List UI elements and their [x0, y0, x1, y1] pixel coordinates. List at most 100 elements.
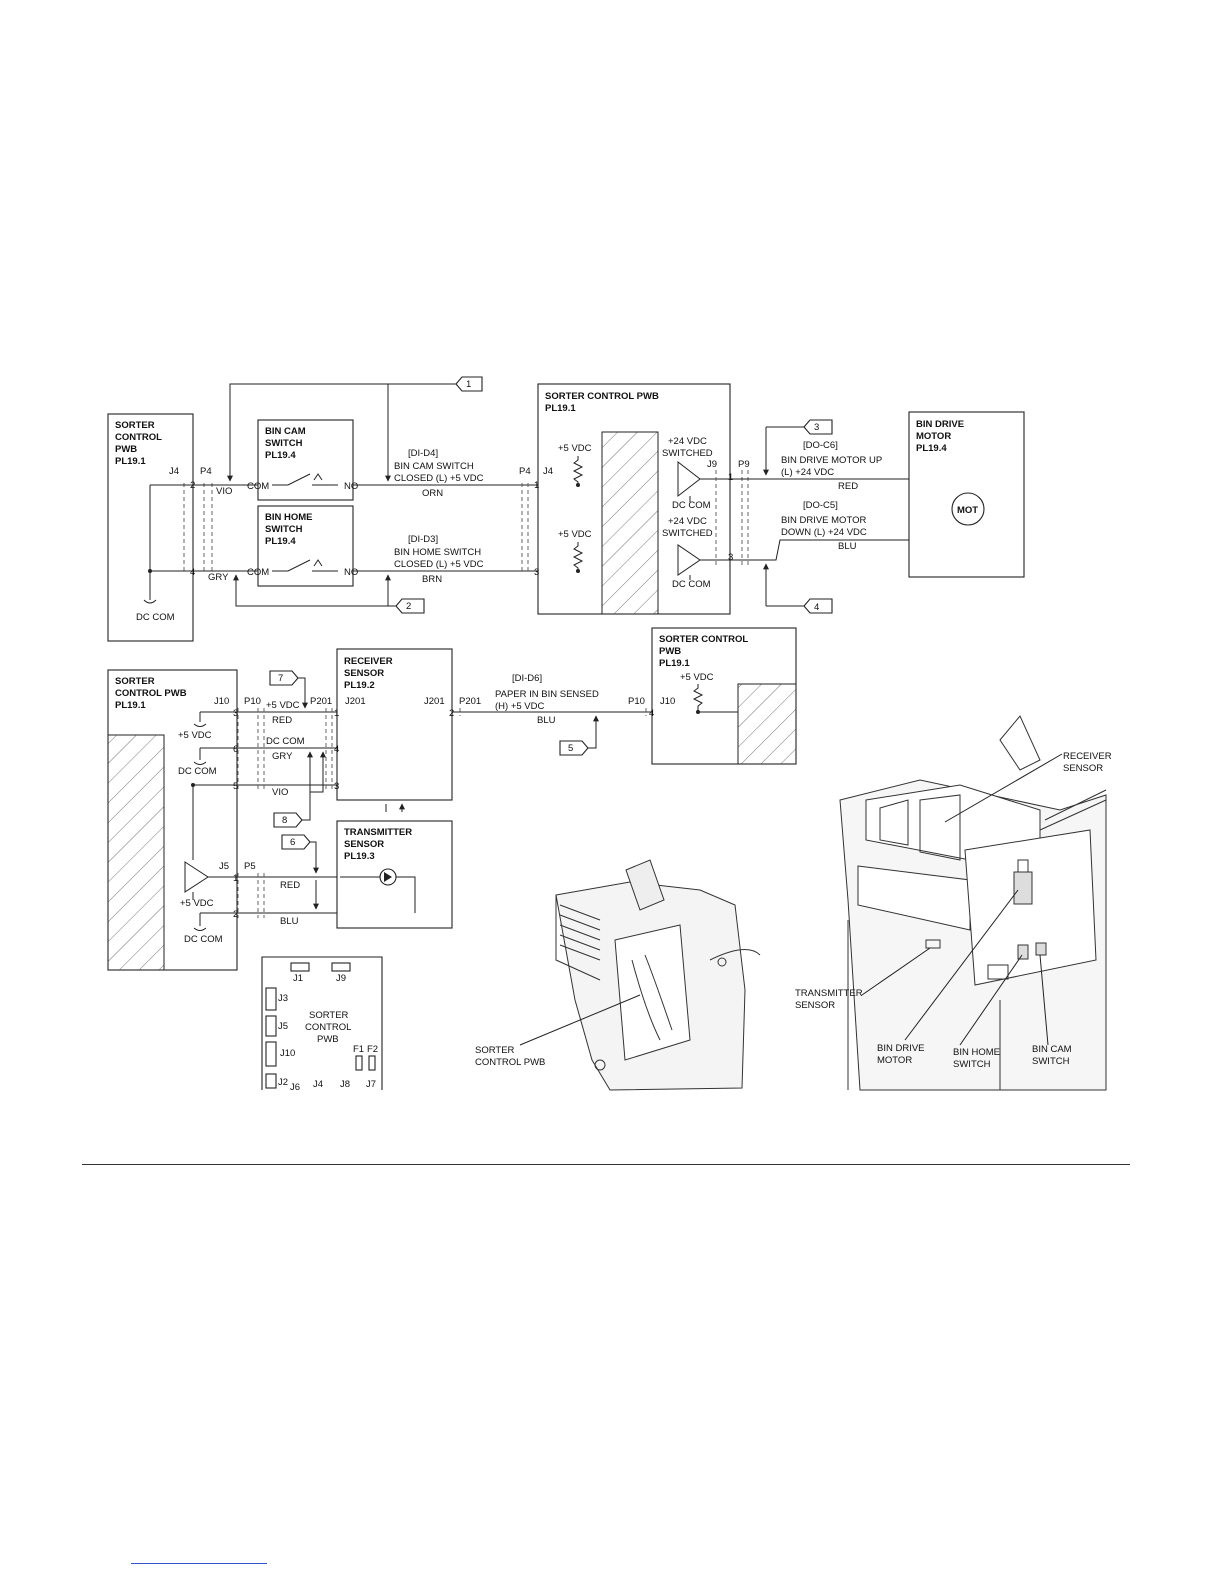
- svg-text:1: 1: [466, 379, 471, 390]
- terminal-label: COM: [247, 567, 269, 578]
- svg-text:2: 2: [406, 601, 411, 612]
- top-left-pwb: SORTER CONTROL PWB PL19.1 J4 P4 2 4 VIO …: [107, 413, 232, 642]
- svg-text:MOT: MOT: [957, 505, 978, 516]
- svg-text:J4: J4: [313, 1079, 323, 1090]
- receiver-sensor: RECEIVER SENSOR PL19.2 J201 J201 1 4 3 2…: [334, 648, 481, 801]
- callout-2: 2: [395, 598, 425, 614]
- svg-text:5: 5: [233, 781, 238, 792]
- svg-text:[DI-D4]: [DI-D4]: [408, 448, 438, 459]
- svg-text:J10: J10: [214, 696, 229, 707]
- svg-text:+24 VDC: +24 VDC: [668, 516, 707, 527]
- svg-text:J10: J10: [660, 696, 675, 707]
- svg-text:DC COM: DC COM: [672, 579, 711, 590]
- svg-text:7: 7: [278, 673, 283, 684]
- board-layout: J1 J9 J3 J5 J10 SORTER CONTROL PWB F1 F2…: [261, 956, 383, 1093]
- svg-text:1: 1: [233, 873, 238, 884]
- svg-text:BLU: BLU: [838, 541, 857, 552]
- svg-text:BIN HOME SWITCH: BIN HOME SWITCH: [394, 547, 481, 558]
- pin-label: 4: [190, 567, 195, 578]
- svg-text:BLU: BLU: [280, 916, 299, 927]
- svg-text:SWITCH: SWITCH: [1032, 1056, 1070, 1067]
- svg-text:J3: J3: [278, 993, 288, 1004]
- svg-text:J10: J10: [280, 1048, 295, 1059]
- transmitter-sensor: TRANSMITTER SENSOR PL19.3: [336, 820, 453, 929]
- terminal-label: NO: [344, 481, 358, 492]
- center-pwb: SORTER CONTROL PWB PL19.1 P4 J4 1 3 +5 V…: [519, 383, 750, 615]
- svg-text:1: 1: [334, 708, 339, 719]
- svg-text:4: 4: [334, 744, 339, 755]
- svg-text:GRY: GRY: [272, 751, 293, 762]
- svg-text:RED: RED: [838, 481, 858, 492]
- bin-drive-motor: BIN DRIVE MOTOR PL19.4 MOT: [908, 411, 1025, 578]
- svg-text:1: 1: [534, 480, 539, 491]
- svg-text:+5 VDC: +5 VDC: [558, 529, 592, 540]
- svg-text:J201: J201: [345, 696, 366, 707]
- switch-icon: [272, 473, 338, 486]
- svg-text:J1: J1: [293, 973, 303, 984]
- switch-title: SWITCH: [265, 438, 303, 449]
- ground-label: DC COM: [136, 612, 175, 623]
- svg-text:PL19.1: PL19.1: [659, 658, 690, 669]
- switch-title: PL19.4: [265, 450, 296, 461]
- svg-text:P9: P9: [738, 459, 750, 470]
- svg-text:3: 3: [814, 422, 819, 433]
- svg-text:J8: J8: [340, 1079, 350, 1090]
- svg-text:4: 4: [814, 602, 819, 613]
- wire-color: GRY: [208, 572, 229, 583]
- svg-text:PL19.1: PL19.1: [115, 700, 146, 711]
- sorter-detail-illustration: [839, 715, 1107, 1091]
- callout-6: 6: [281, 834, 311, 850]
- sorter-pwb-illustration: [555, 859, 761, 1091]
- svg-text:[DI-D6]: [DI-D6]: [512, 673, 542, 684]
- svg-text:[DO-C5]: [DO-C5]: [803, 500, 838, 511]
- svg-text:SENSOR: SENSOR: [344, 839, 384, 850]
- svg-text:CONTROL PWB: CONTROL PWB: [115, 688, 187, 699]
- svg-text:SENSOR: SENSOR: [1063, 763, 1103, 774]
- svg-text:SORTER: SORTER: [309, 1010, 349, 1021]
- page-divider: [82, 1164, 1130, 1165]
- svg-text:PL19.1: PL19.1: [545, 403, 576, 414]
- svg-text:J9: J9: [336, 973, 346, 984]
- svg-text:PWB: PWB: [317, 1034, 339, 1045]
- svg-text:RED: RED: [272, 715, 292, 726]
- svg-text:J9: J9: [707, 459, 717, 470]
- svg-text:CLOSED (L) +5 VDC: CLOSED (L) +5 VDC: [394, 559, 484, 570]
- svg-text:PWB: PWB: [659, 646, 681, 657]
- illustration-callouts: RECEIVER SENSOR TRANSMITTER SENSOR BIN D…: [795, 751, 1112, 1070]
- pwb-title-2: CONTROL: [115, 432, 162, 443]
- svg-text:PL19.4: PL19.4: [916, 443, 947, 454]
- svg-text:1: 1: [728, 472, 733, 483]
- svg-text:6: 6: [290, 837, 295, 848]
- svg-text:+5 VDC: +5 VDC: [680, 672, 714, 683]
- svg-text:J5: J5: [219, 861, 229, 872]
- svg-text:SENSOR: SENSOR: [795, 1000, 835, 1011]
- resistor-icon: [572, 456, 584, 485]
- svg-text:J5: J5: [278, 1021, 288, 1032]
- svg-text:TRANSMITTER: TRANSMITTER: [344, 827, 412, 838]
- svg-text:BIN DRIVE: BIN DRIVE: [916, 419, 964, 430]
- svg-text:3: 3: [233, 708, 238, 719]
- svg-text:BIN DRIVE: BIN DRIVE: [877, 1043, 925, 1054]
- right-pwb: SORTER CONTROL PWB PL19.1 +5 VDC P10 J10…: [628, 627, 797, 765]
- svg-text:SORTER CONTROL PWB: SORTER CONTROL PWB: [545, 391, 659, 402]
- svg-text:BIN DRIVE MOTOR UP: BIN DRIVE MOTOR UP: [781, 455, 882, 466]
- svg-text:SORTER: SORTER: [115, 676, 155, 687]
- svg-text:DC COM: DC COM: [178, 766, 217, 777]
- signal-di-d3: [DI-D3] BIN HOME SWITCH CLOSED (L) +5 VD…: [394, 534, 484, 585]
- svg-text:DC COM: DC COM: [672, 500, 711, 511]
- svg-text:P201: P201: [459, 696, 481, 707]
- svg-text:BIN DRIVE MOTOR: BIN DRIVE MOTOR: [781, 515, 866, 526]
- svg-text:4: 4: [649, 708, 654, 719]
- svg-text:MOTOR: MOTOR: [916, 431, 951, 442]
- svg-text:SWITCH: SWITCH: [953, 1059, 991, 1070]
- signal-do-c6: [DO-C6] BIN DRIVE MOTOR UP (L) +24 VDC R…: [781, 440, 882, 492]
- terminal-label: NO: [344, 567, 358, 578]
- svg-text:J6: J6: [290, 1082, 300, 1093]
- svg-text:P4: P4: [519, 466, 531, 477]
- svg-text:J201: J201: [424, 696, 445, 707]
- svg-text:BIN HOME: BIN HOME: [953, 1047, 1000, 1058]
- svg-text:(H) +5 VDC: (H) +5 VDC: [495, 701, 544, 712]
- driver-icon: [184, 861, 340, 900]
- driver-icon: [677, 544, 740, 576]
